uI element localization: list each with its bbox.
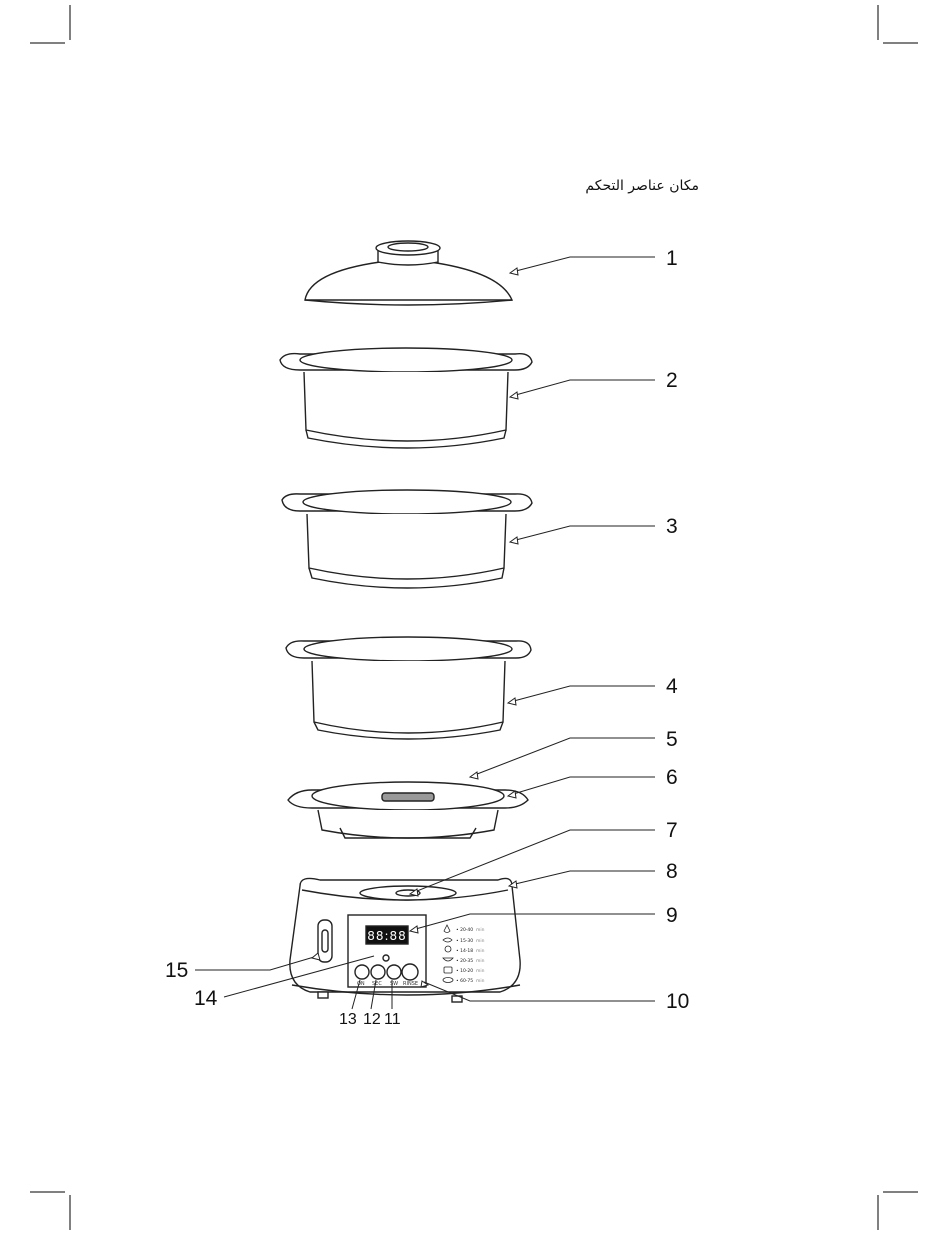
callout-1: 1 — [666, 248, 678, 269]
callout-15: 15 — [165, 960, 188, 981]
callout-12: 12 — [363, 1012, 381, 1028]
svg-text:min: min — [476, 927, 485, 933]
broccoli-icon — [445, 946, 451, 952]
callout-14: 14 — [194, 988, 217, 1009]
callout-7: 7 — [666, 820, 678, 841]
corn-icon — [443, 978, 453, 983]
svg-text:• 20-40: • 20-40 — [456, 927, 473, 933]
button-label-sw: SW — [390, 981, 398, 987]
callout-6: 6 — [666, 767, 678, 788]
callout-5: 5 — [666, 729, 678, 750]
callout-8: 8 — [666, 861, 678, 882]
upper-steaming-bowl — [280, 348, 532, 448]
svg-text:• 60-75: • 60-75 — [456, 978, 473, 984]
callout-11: 11 — [384, 1012, 401, 1028]
callout-10: 10 — [666, 991, 689, 1012]
button-label-sec: SEC — [372, 981, 382, 987]
callout-9: 9 — [666, 905, 678, 926]
svg-text:• 14-18: • 14-18 — [456, 948, 473, 954]
svg-text:min: min — [476, 958, 485, 964]
svg-text:min: min — [476, 948, 485, 954]
crop-marks — [30, 5, 918, 1230]
button-label-rinse: RINSE — [403, 981, 418, 987]
pot-icon — [444, 967, 452, 973]
lid — [305, 241, 512, 305]
svg-text:min: min — [476, 968, 485, 974]
lower-steaming-bowl — [286, 637, 531, 739]
svg-text:min: min — [476, 938, 485, 944]
timer-display: 88:88 — [367, 929, 407, 943]
fish-icon — [443, 938, 452, 942]
svg-text:min: min — [476, 978, 485, 984]
drip-tray — [288, 782, 528, 838]
callout-2: 2 — [666, 370, 678, 391]
callout-4: 4 — [666, 676, 678, 697]
svg-text:• 10-20: • 10-20 — [456, 968, 473, 974]
callout-13: 13 — [339, 1012, 357, 1028]
callout-3: 3 — [666, 516, 678, 537]
middle-steaming-bowl — [282, 490, 532, 588]
svg-text:• 15-30: • 15-30 — [456, 938, 473, 944]
svg-text:• 20-35: • 20-35 — [456, 958, 473, 964]
